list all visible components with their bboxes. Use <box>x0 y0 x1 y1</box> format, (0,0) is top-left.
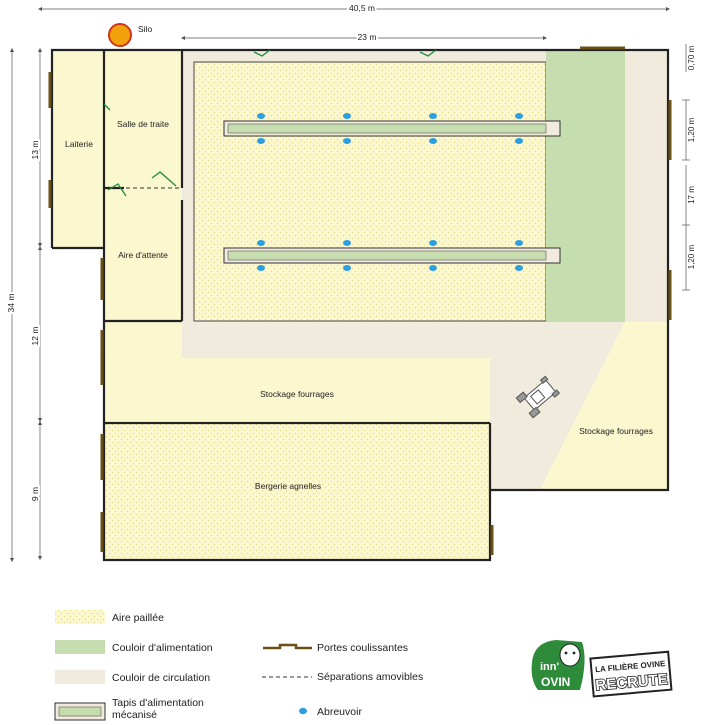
aire-attente-room <box>104 188 182 321</box>
dim-total-height: 34 m <box>6 294 16 313</box>
dim-left-13: 13 m <box>30 141 40 160</box>
dim-right-070: 0,70 m <box>687 45 696 70</box>
legend-label-straw: Aire paillée <box>112 612 164 624</box>
legend-swatch-circulation <box>55 670 105 684</box>
stockage-left-label: Stockage fourrages <box>260 389 334 399</box>
legend-label-water: Abreuvoir <box>317 706 362 718</box>
legend-label-belt-1: Tapis d'alimentation <box>112 697 204 709</box>
room-labels: Laiterie Salle de traite Aire d'attente … <box>65 119 653 491</box>
legend-label-belt-2: mécanisé <box>112 709 157 721</box>
dim-right-120a: 1,20 m <box>687 117 696 142</box>
innovin-logo: inn' OVIN <box>531 640 585 690</box>
water-icon <box>429 113 437 119</box>
water-icon <box>257 265 265 271</box>
legend: Aire paillée Couloir d'alimentation Coul… <box>54 610 423 721</box>
innovin-text-1: inn' <box>540 661 559 673</box>
dimension-labels: 40,5 m 23 m 34 m 13 m 12 m 9 m 0,70 m 1,… <box>4 1 696 503</box>
dim-left-12: 12 m <box>30 327 40 346</box>
water-icon <box>257 138 265 144</box>
water-icon <box>515 265 523 271</box>
feed-belts <box>223 120 561 264</box>
legend-label-door: Portes coulissantes <box>317 642 408 654</box>
dim-left-9: 9 m <box>30 487 40 501</box>
water-icon <box>343 240 351 246</box>
silo-icon <box>108 23 132 47</box>
feed-belt-2-inner <box>227 250 547 261</box>
sheep-icon <box>559 643 581 667</box>
legend-symbol-door <box>263 643 312 650</box>
water-troughs <box>257 113 523 271</box>
aire-attente-label: Aire d'attente <box>118 250 168 260</box>
water-icon <box>343 138 351 144</box>
filiere-logo: LA FILIÈRE OVINE RECRUTE <box>589 650 673 698</box>
water-icon <box>429 138 437 144</box>
legend-label-feed: Couloir d'alimentation <box>112 642 213 654</box>
water-icon <box>515 240 523 246</box>
bergerie-label: Bergerie agnelles <box>255 481 321 491</box>
water-icon <box>429 240 437 246</box>
legend-label-circulation: Couloir de circulation <box>112 672 210 684</box>
feed-corridor <box>546 50 625 322</box>
water-icon <box>429 265 437 271</box>
dim-inner-width: 23 m <box>358 32 377 42</box>
water-icon <box>257 113 265 119</box>
bergerie-room <box>104 423 490 560</box>
dim-right-17: 17 m <box>687 186 696 204</box>
dim-total-width: 40,5 m <box>349 3 375 13</box>
water-icon <box>343 265 351 271</box>
innovin-text-2: OVIN <box>541 675 570 689</box>
dimension-lines <box>9 6 690 563</box>
laiterie-room <box>52 50 104 248</box>
straw-area-main <box>193 61 547 322</box>
silo-label: Silo <box>138 24 152 34</box>
legend-water-icon <box>299 707 307 715</box>
water-icon <box>257 240 265 246</box>
water-icon <box>343 113 351 119</box>
legend-swatch-straw <box>55 610 105 624</box>
salle-traite-label: Salle de traite <box>117 119 169 129</box>
stockage-right-label: Stockage fourrages <box>579 426 653 436</box>
removable-separations <box>103 187 182 358</box>
legend-swatch-belt-inner <box>58 706 102 717</box>
stockage-right <box>540 322 668 490</box>
tractor-icon <box>515 375 561 419</box>
feed-belt-1-inner <box>227 123 547 134</box>
legend-label-separation: Séparations amovibles <box>317 671 423 683</box>
dim-right-120b: 1,20 m <box>687 244 696 269</box>
water-icon <box>515 113 523 119</box>
water-icon <box>515 138 523 144</box>
salle-traite-room <box>104 50 182 188</box>
swing-doors <box>103 49 437 197</box>
legend-swatch-feed <box>55 640 105 654</box>
sliding-doors <box>48 46 672 555</box>
laiterie-label: Laiterie <box>65 139 93 149</box>
stockage-left-bottom <box>104 358 490 421</box>
